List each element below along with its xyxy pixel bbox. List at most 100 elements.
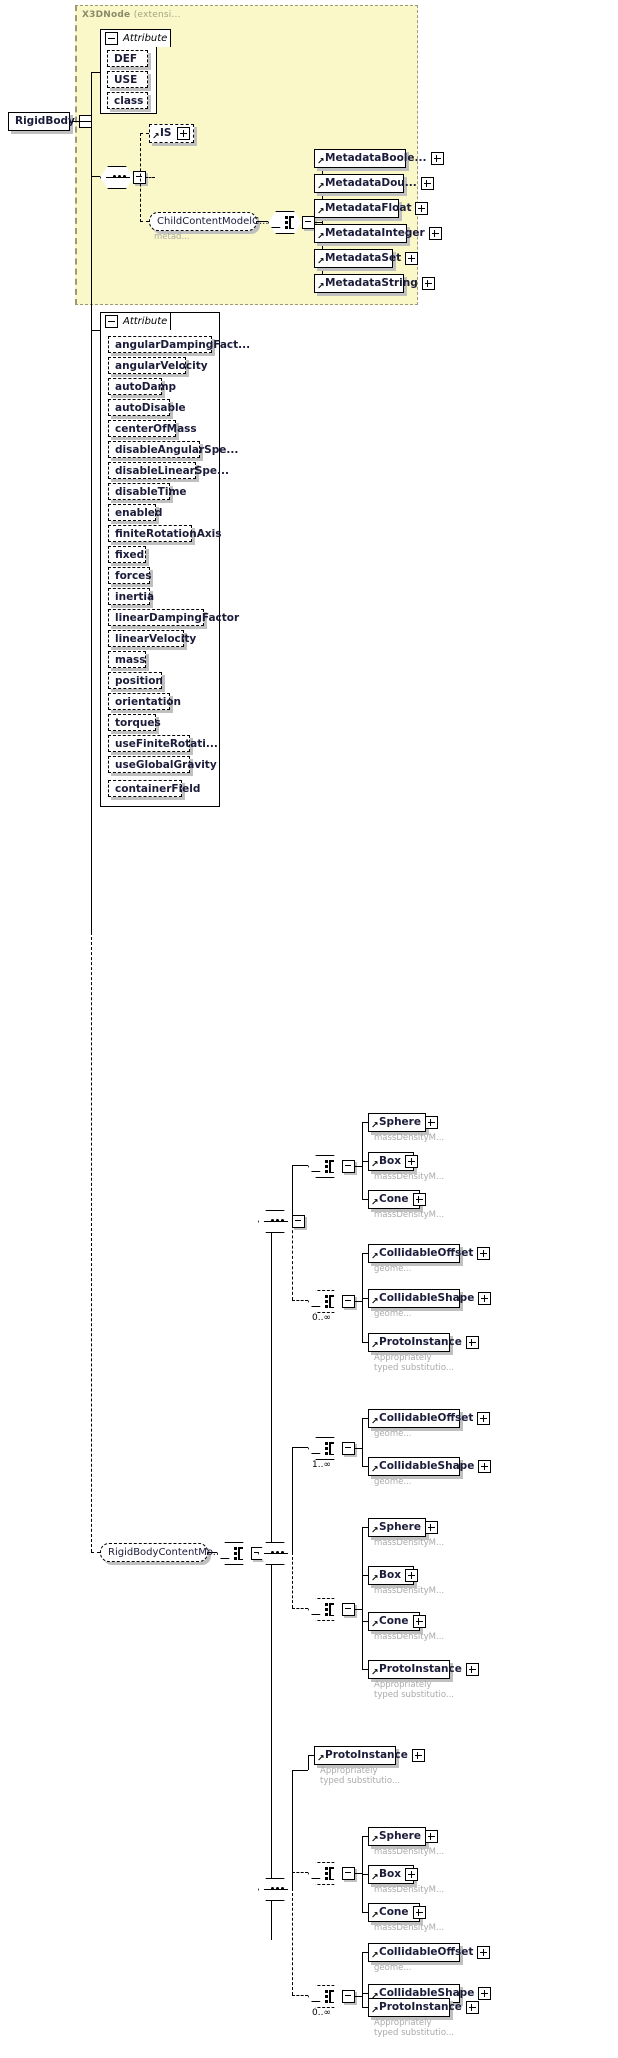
collapse-icon-sequence-branch-1[interactable] <box>292 1215 305 1228</box>
sequence-compositor-inherited[interactable] <box>100 166 134 189</box>
expand-icon[interactable] <box>465 2001 479 2014</box>
expand-icon[interactable] <box>478 1987 492 2000</box>
element-sphere[interactable]: Sphere <box>368 1827 438 1846</box>
collapse-icon-attributes-own[interactable] <box>105 315 118 328</box>
element-cone[interactable]: Cone <box>368 1903 426 1922</box>
choice-compositor-g2-choice-collidable[interactable] <box>308 1437 342 1460</box>
expand-icon[interactable] <box>411 1749 425 1762</box>
sequence-compositor-branch-1[interactable] <box>258 1210 292 1233</box>
element-collidableoffset[interactable]: CollidableOffset <box>368 1244 491 1263</box>
collapse-icon-attributes-inherited[interactable] <box>105 32 118 45</box>
attribute-fixed[interactable]: fixed <box>108 546 146 563</box>
choice-compositor-g1-choice-collidable[interactable] <box>308 1290 342 1313</box>
element-metadatadouble[interactable]: MetadataDou... <box>314 174 434 193</box>
expand-icon[interactable] <box>477 1946 491 1959</box>
choice-compositor-g1-choice-geometry[interactable] <box>308 1155 342 1178</box>
attribute-finiterotationaxis[interactable]: finiteRotationAxis <box>108 525 221 542</box>
attribute-tab-own[interactable]: Attribute <box>100 312 171 330</box>
expand-icon[interactable] <box>405 252 419 265</box>
expand-icon[interactable] <box>412 1193 426 1206</box>
attribute-disableangularspe[interactable]: disableAngularSpe... <box>108 441 238 458</box>
attribute-useglobalgravity[interactable]: useGlobalGravity <box>108 756 217 773</box>
attribute-class[interactable]: class <box>107 92 148 109</box>
expand-icon[interactable] <box>465 1663 479 1676</box>
attribute-torques[interactable]: torques <box>108 714 161 731</box>
expand-icon[interactable] <box>421 277 435 290</box>
root-element-rigidbody[interactable]: RigidBody <box>8 112 92 131</box>
element-metadatafloat[interactable]: MetadataFloat <box>314 199 429 218</box>
element-cone[interactable]: Cone <box>368 1190 426 1209</box>
expand-icon[interactable] <box>424 1116 438 1129</box>
element-metadataboolean[interactable]: MetadataBoole... <box>314 149 444 168</box>
element-metadataset[interactable]: MetadataSet <box>314 249 419 268</box>
expand-icon[interactable] <box>428 227 442 240</box>
expand-icon[interactable] <box>430 152 444 165</box>
collapse-icon-g1-choice-collidable[interactable] <box>342 1295 355 1308</box>
collapse-icon-g1-choice-geometry[interactable] <box>342 1160 355 1173</box>
attribute-centerofmass[interactable]: centerOfMass <box>108 420 197 437</box>
element-metadatastring[interactable]: MetadataString <box>314 274 435 293</box>
element-sphere[interactable]: Sphere <box>368 1113 438 1132</box>
collapse-icon-g2-choice-geometry[interactable] <box>342 1603 355 1616</box>
element-protoinstance[interactable]: ProtoInstance <box>314 1746 425 1765</box>
expand-icon[interactable] <box>478 1292 492 1305</box>
element-box[interactable]: Box <box>368 1566 418 1585</box>
group-childcontentmodel[interactable]: ChildContentModelC... <box>149 212 286 231</box>
collapse-icon-choice-metadata[interactable] <box>302 216 315 229</box>
attribute-usefiniterotati[interactable]: useFiniteRotati... <box>108 735 218 752</box>
attribute-lineardampingfactor[interactable]: linearDampingFactor <box>108 609 239 626</box>
element-metadatainteger[interactable]: MetadataInteger <box>314 224 442 243</box>
sequence-compositor-branch-3[interactable] <box>258 1878 292 1901</box>
attribute-angulardampingfact[interactable]: angularDampingFact... <box>108 336 250 353</box>
expand-icon[interactable] <box>420 177 434 190</box>
collapse-icon-g2-choice-collidable[interactable] <box>342 1442 355 1455</box>
expand-icon[interactable] <box>405 1569 418 1582</box>
expand-icon[interactable] <box>424 1830 438 1843</box>
expand-icon[interactable] <box>412 1906 426 1919</box>
choice-compositor-root-content[interactable] <box>217 1542 251 1565</box>
element-collidableshape[interactable]: CollidableShape <box>368 1457 492 1476</box>
element-box[interactable]: Box <box>368 1865 418 1884</box>
group-rigidbodycontentmodel[interactable]: RigidBodyContentMo... <box>100 1543 240 1562</box>
element-protoinstance[interactable]: ProtoInstance <box>368 1333 479 1352</box>
expand-icon-is[interactable] <box>177 127 190 140</box>
expand-icon[interactable] <box>477 1412 491 1425</box>
choice-compositor-g3-choice-geometry[interactable] <box>308 1862 342 1885</box>
attribute-tab-inherited[interactable]: Attribute <box>100 29 171 47</box>
element-collidableshape[interactable]: CollidableShape <box>368 1289 492 1308</box>
attribute-autodisable[interactable]: autoDisable <box>108 399 186 416</box>
collapse-icon-g3-choice-collidable[interactable] <box>342 1990 355 2003</box>
attribute-use[interactable]: USE <box>107 71 148 88</box>
attribute-disabletime[interactable]: disableTime <box>108 483 187 500</box>
attribute-linearvelocity[interactable]: linearVelocity <box>108 630 196 647</box>
choice-compositor-g3-choice-collidable[interactable] <box>308 1985 342 2008</box>
expand-icon[interactable] <box>478 1460 492 1473</box>
attribute-containerfield[interactable]: containerField <box>108 780 200 797</box>
sequence-compositor-branch-2[interactable] <box>258 1542 292 1565</box>
attribute-forces[interactable]: forces <box>108 567 152 584</box>
collapse-icon-g3-choice-geometry[interactable] <box>342 1867 355 1880</box>
expand-icon[interactable] <box>405 1155 418 1168</box>
expand-icon[interactable] <box>424 1521 438 1534</box>
attribute-position[interactable]: position <box>108 672 163 689</box>
attribute-disablelinearspe[interactable]: disableLinearSpe... <box>108 462 229 479</box>
element-collidableoffset[interactable]: CollidableOffset <box>368 1409 491 1428</box>
element-is[interactable]: IS <box>149 124 194 143</box>
attribute-autodamp[interactable]: autoDamp <box>108 378 176 395</box>
expand-icon[interactable] <box>405 1868 418 1881</box>
choice-compositor-g2-choice-geometry[interactable] <box>308 1598 342 1621</box>
attribute-orientation[interactable]: orientation <box>108 693 181 710</box>
expand-icon[interactable] <box>477 1247 491 1260</box>
element-protoinstance[interactable]: ProtoInstance <box>368 1998 479 2017</box>
attribute-inertia[interactable]: inertia <box>108 588 154 605</box>
element-cone[interactable]: Cone <box>368 1612 426 1631</box>
element-protoinstance[interactable]: ProtoInstance <box>368 1660 479 1679</box>
element-sphere[interactable]: Sphere <box>368 1518 438 1537</box>
element-box[interactable]: Box <box>368 1152 418 1171</box>
attribute-mass[interactable]: mass <box>108 651 146 668</box>
expand-icon[interactable] <box>415 202 429 215</box>
attribute-enabled[interactable]: enabled <box>108 504 162 521</box>
choice-compositor-metadata[interactable] <box>268 211 302 234</box>
expand-icon[interactable] <box>465 1336 479 1349</box>
collapse-icon-sequence-inherited[interactable] <box>133 171 146 184</box>
